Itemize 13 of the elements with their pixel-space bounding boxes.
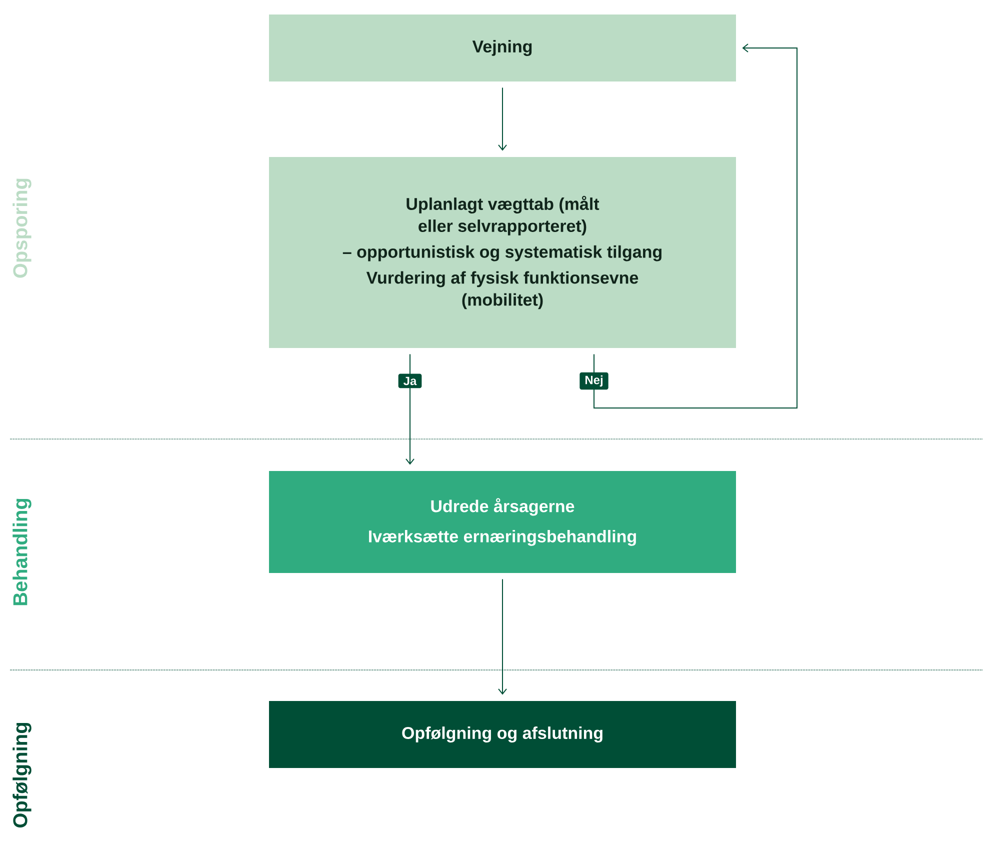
arrow xyxy=(406,354,414,465)
process-box: Opfølgning og afslutning xyxy=(269,701,736,768)
section-label: Behandling xyxy=(12,498,32,606)
arrow xyxy=(498,578,507,695)
process-box: Uplanlagt vægttab (målt eller selvrapporteret) – opportunistisk og systematisk tilgang Vurdering af fysisk funktionsevne (mobilitet) xyxy=(269,157,736,348)
edge-label: Ja xyxy=(398,374,422,388)
process-box: Udrede årsagerne Iværksætte ernæringsbehandling xyxy=(269,471,736,573)
process-box: Vejning xyxy=(269,14,736,82)
edge-label: Nej xyxy=(580,372,608,390)
arrow xyxy=(498,87,507,151)
arrow xyxy=(594,44,798,408)
section-label: Opsporing xyxy=(12,178,32,278)
section-label: Opfølgning xyxy=(12,722,32,828)
